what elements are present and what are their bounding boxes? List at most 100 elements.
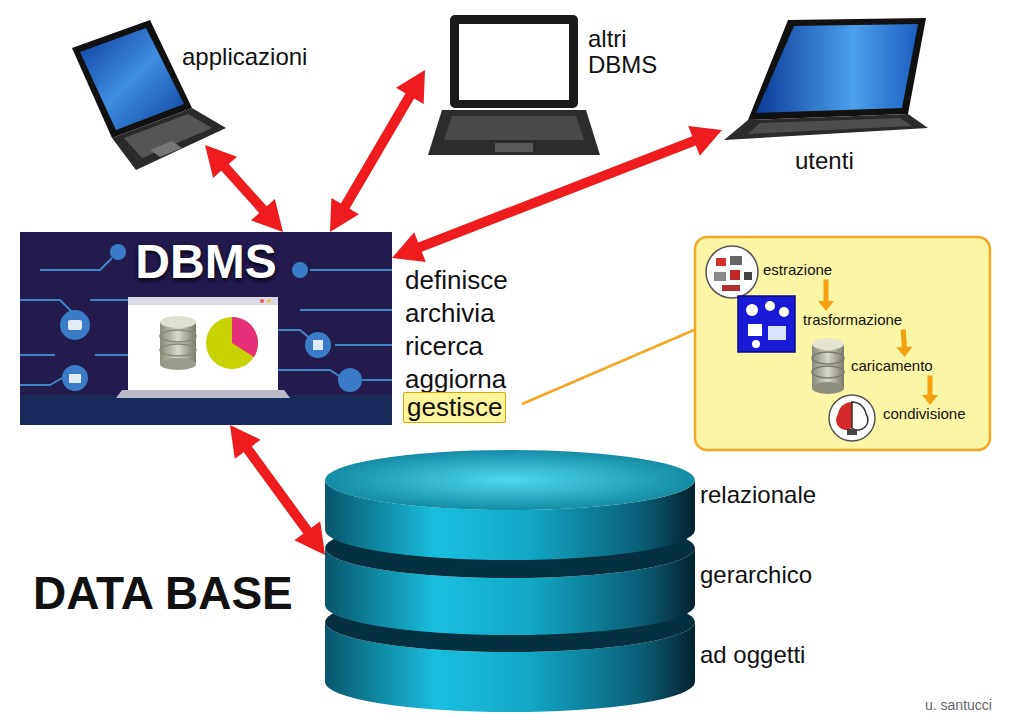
laptop-icon	[80, 28, 184, 130]
dbms-panel-art	[206, 317, 258, 369]
arrow-head	[396, 70, 425, 104]
function-label: archivia	[405, 299, 495, 328]
connector-line	[344, 94, 411, 208]
dbms-panel-art	[160, 322, 196, 364]
dbms-panel-art	[68, 320, 82, 330]
connector-line	[224, 166, 265, 211]
step-icon	[722, 285, 740, 291]
process-step: trasformazione	[800, 311, 905, 330]
arrow-head	[392, 232, 426, 262]
dbms-panel-art	[62, 365, 88, 391]
dbms-panel-art	[90, 299, 128, 301]
function-label: gestisce	[403, 392, 506, 423]
step-icon	[812, 344, 844, 388]
step-icon	[812, 366, 844, 378]
dbms-panel-art	[292, 262, 308, 278]
model-label: relazionale	[700, 482, 816, 508]
step-icon	[716, 258, 726, 266]
laptop-icon	[724, 18, 928, 140]
step-icon	[812, 338, 844, 394]
process-step: caricamento	[848, 357, 936, 376]
dbms-panel-art	[305, 332, 331, 358]
step-icon	[748, 324, 762, 336]
laptop-icon	[72, 20, 226, 170]
dbms-panel-art	[20, 395, 392, 425]
laptop-icon	[150, 141, 182, 157]
arrow-head	[896, 347, 912, 357]
step-label: estrazione	[763, 262, 832, 279]
arrow-head	[688, 126, 722, 156]
step-icon	[738, 296, 795, 352]
connector	[818, 280, 834, 312]
function-label: aggiorna	[405, 365, 506, 394]
connector	[205, 145, 283, 232]
arrow-head	[251, 199, 283, 232]
watermark: u. santucci	[925, 698, 992, 713]
laptop-icon	[495, 143, 533, 152]
laptop-icon	[756, 24, 918, 113]
connector-line	[247, 448, 309, 533]
dbms-panel-art	[116, 390, 290, 398]
laptop-icon	[444, 116, 584, 140]
dbms-panel-art	[278, 370, 345, 380]
dbms-panel-art	[362, 379, 392, 381]
connector-line	[824, 280, 829, 304]
dbms-panel-art	[69, 374, 81, 383]
arrow-head	[922, 395, 938, 405]
dbms-panel-art	[313, 340, 323, 350]
step-icon	[779, 307, 789, 317]
step-icon	[706, 246, 758, 298]
step-icon	[765, 301, 775, 311]
dbms-panel-art	[160, 316, 196, 328]
arrow-head	[818, 301, 834, 311]
laptop-label: utenti	[795, 148, 854, 174]
dbms-panel-art	[40, 258, 112, 270]
step-label: trasformazione	[803, 312, 902, 329]
dbms-panel-art	[128, 297, 278, 390]
step-icon	[812, 382, 844, 394]
step-icon	[812, 338, 844, 350]
dbms-panel-art	[95, 354, 128, 356]
step-icon	[836, 402, 852, 430]
step-label: condivisione	[883, 406, 966, 423]
step-icon	[738, 296, 795, 352]
function-label: definisce	[405, 266, 508, 295]
arrow-head	[294, 521, 325, 555]
dbms-panel-art	[20, 378, 62, 385]
process-step: condivisione	[880, 405, 969, 424]
laptop-label: applicazioni	[182, 44, 307, 70]
step-icon	[768, 326, 786, 340]
laptop-icon	[724, 114, 928, 140]
connector	[330, 70, 425, 232]
database-title: DATA BASE	[33, 568, 293, 619]
laptop-node: utenti	[722, 18, 927, 142]
connector	[896, 330, 912, 358]
database-cylinder	[325, 450, 695, 510]
step-label: caricamento	[851, 358, 933, 375]
connector-line	[418, 140, 696, 248]
laptop-icon	[748, 18, 926, 120]
laptop-node: altri DBMS	[425, 12, 590, 157]
dbms-panel-art	[60, 310, 90, 340]
dbms-panel-art	[160, 316, 196, 370]
laptop-icon	[450, 15, 578, 108]
step-icon	[730, 270, 740, 280]
model-label: gerarchico	[700, 562, 812, 588]
arrow-head	[205, 145, 237, 178]
dbms-panel-art	[160, 344, 196, 356]
laptop-icon	[124, 114, 212, 158]
step-icon	[829, 395, 875, 441]
step-icon	[706, 246, 758, 298]
laptop-node: applicazioni	[70, 15, 240, 145]
step-icon	[730, 256, 742, 265]
connector	[922, 376, 938, 406]
step-icon	[847, 429, 857, 435]
step-icon	[829, 395, 875, 441]
connector-line	[928, 376, 933, 398]
dbms-panel-art	[310, 269, 392, 271]
database-node: DATA BASErelazionalegerarchicoad oggetti	[325, 450, 695, 700]
dbms-panel-art	[20, 232, 392, 425]
step-icon	[852, 402, 868, 430]
process-panel	[522, 237, 990, 450]
